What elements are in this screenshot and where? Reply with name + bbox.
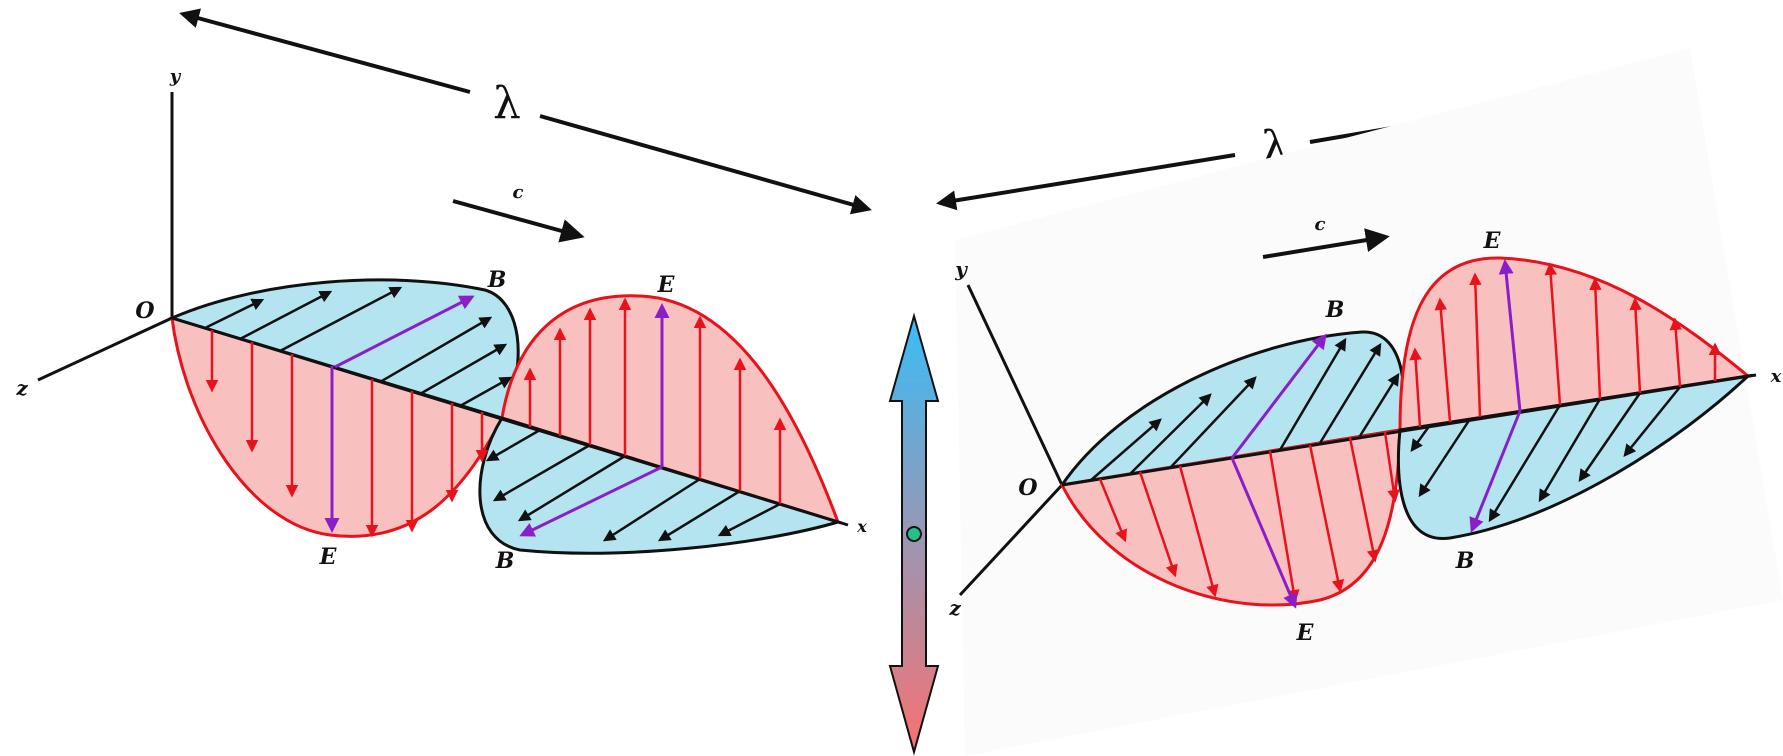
right-e-vectors-1 bbox=[1098, 431, 1400, 603]
polarization-arrow bbox=[888, 312, 940, 756]
left-label-y: y bbox=[169, 66, 182, 87]
right-e-highlight-1 bbox=[1230, 457, 1298, 609]
right-b-vectors-1 bbox=[1089, 337, 1400, 482]
right-y-axis bbox=[966, 284, 1064, 486]
right-b-highlight-1 bbox=[1230, 333, 1327, 459]
left-label-e-bottom: E bbox=[319, 544, 338, 570]
left-label-c: c bbox=[513, 182, 524, 203]
left-b-highlight-2 bbox=[519, 465, 663, 537]
left-wave: y z x O c B E E B bbox=[15, 66, 867, 574]
left-label-e-top: E bbox=[657, 272, 676, 298]
left-b-vectors-1 bbox=[204, 286, 513, 408]
left-e-vectors-1 bbox=[205, 330, 489, 538]
right-label-x: x bbox=[1770, 366, 1782, 387]
right-label-origin: O bbox=[1018, 475, 1037, 501]
right-label-b-top: B bbox=[1325, 297, 1345, 323]
left-label-origin: O bbox=[135, 298, 154, 324]
right-label-e-top: E bbox=[1483, 228, 1502, 254]
wavelength-arrow-left bbox=[179, 8, 872, 215]
right-label-c: c bbox=[1315, 214, 1326, 235]
left-e-lobe-1 bbox=[170, 315, 505, 538]
left-label-x: x bbox=[856, 517, 867, 536]
right-speed-arrow bbox=[1262, 228, 1390, 259]
right-b-vectors-2 bbox=[1410, 386, 1681, 523]
right-label-e-bottom: E bbox=[1296, 620, 1315, 646]
right-e-highlight-2 bbox=[1498, 259, 1522, 412]
left-label-b-top: B bbox=[487, 267, 507, 293]
left-b-vectors-2 bbox=[485, 428, 781, 542]
left-e-lobe-2 bbox=[500, 294, 841, 525]
right-e-vectors-2 bbox=[1409, 262, 1722, 428]
left-speed-arrow bbox=[452, 199, 585, 243]
right-label-y: y bbox=[954, 257, 968, 281]
right-e-lobe-2 bbox=[1398, 256, 1752, 432]
left-x-axis bbox=[171, 316, 849, 527]
right-wave: y z x O c E B E B bbox=[948, 48, 1783, 756]
center-dot bbox=[906, 526, 922, 542]
left-b-highlight-1 bbox=[334, 295, 475, 369]
right-z-axis bbox=[958, 483, 1064, 597]
right-b-highlight-2 bbox=[1469, 410, 1522, 533]
right-label-z: z bbox=[948, 596, 961, 620]
wavelength-label-left: λ bbox=[493, 78, 521, 129]
right-label-b-bottom: B bbox=[1455, 548, 1475, 574]
left-e-vectors-2 bbox=[523, 297, 787, 504]
left-label-b-bottom: B bbox=[495, 548, 515, 574]
left-z-axis bbox=[37, 316, 173, 382]
left-label-z: z bbox=[15, 376, 28, 400]
